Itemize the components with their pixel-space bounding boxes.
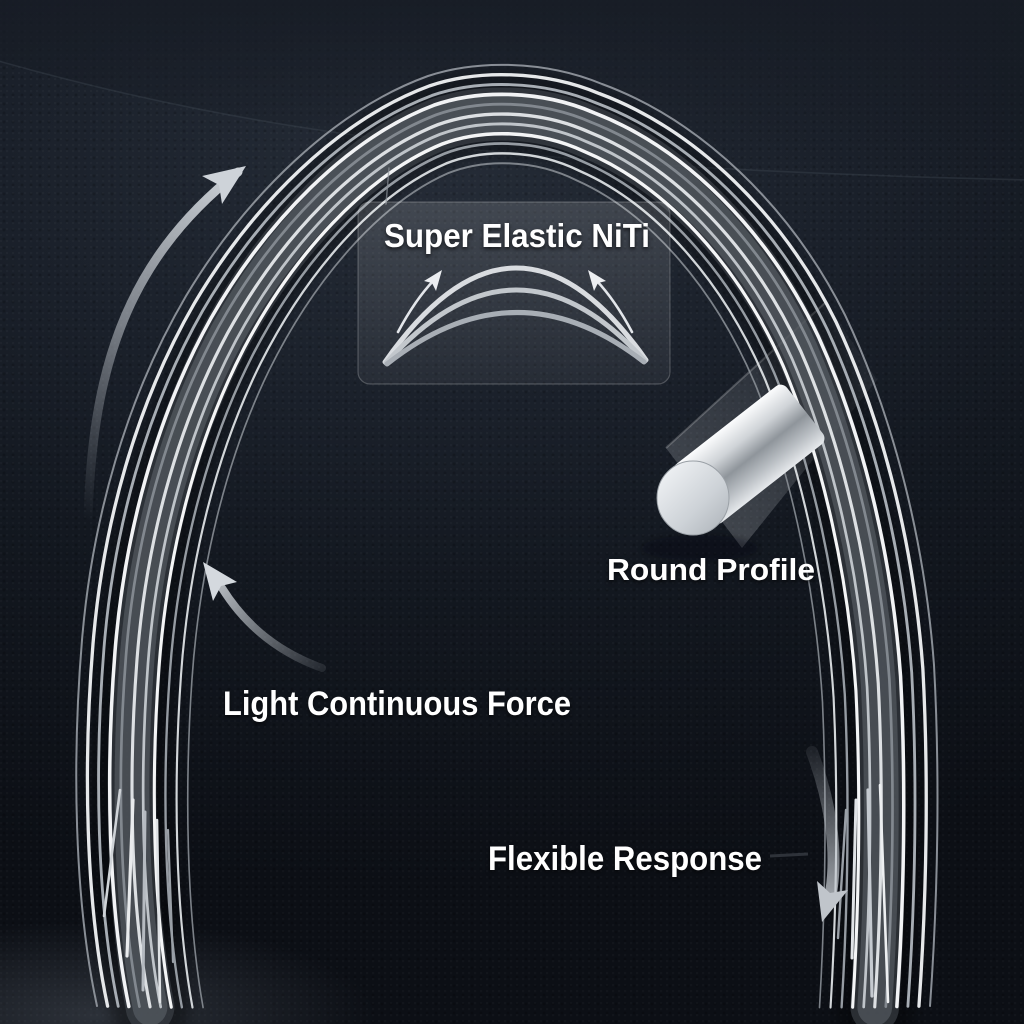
round-profile-label: Round Profile [607,552,815,587]
wire-ends-left [102,788,175,1004]
swoosh-arrow-icon [83,166,246,525]
round-profile-cylinder-icon [642,384,825,561]
stray-wire [385,167,390,205]
archwire-bundle [75,63,939,1008]
super-elastic-panel: Super Elastic NiTi [357,201,671,385]
light-continuous-force-label: Light Continuous Force [223,685,571,723]
flex-arrow-icon [806,746,848,922]
flexible-response-label: Flexible Response [488,840,762,878]
flex-arc-arrow-left-icon [396,270,442,334]
wire-ends-right [836,783,890,1004]
panel-title: Super Elastic NiTi [384,217,650,254]
flex-arcs-icon [382,265,649,367]
panel-glass [357,201,671,385]
force-arrow-icon [203,562,326,672]
flex-arc-arrow-right-icon [588,270,634,334]
label-connector-dash [769,852,809,858]
